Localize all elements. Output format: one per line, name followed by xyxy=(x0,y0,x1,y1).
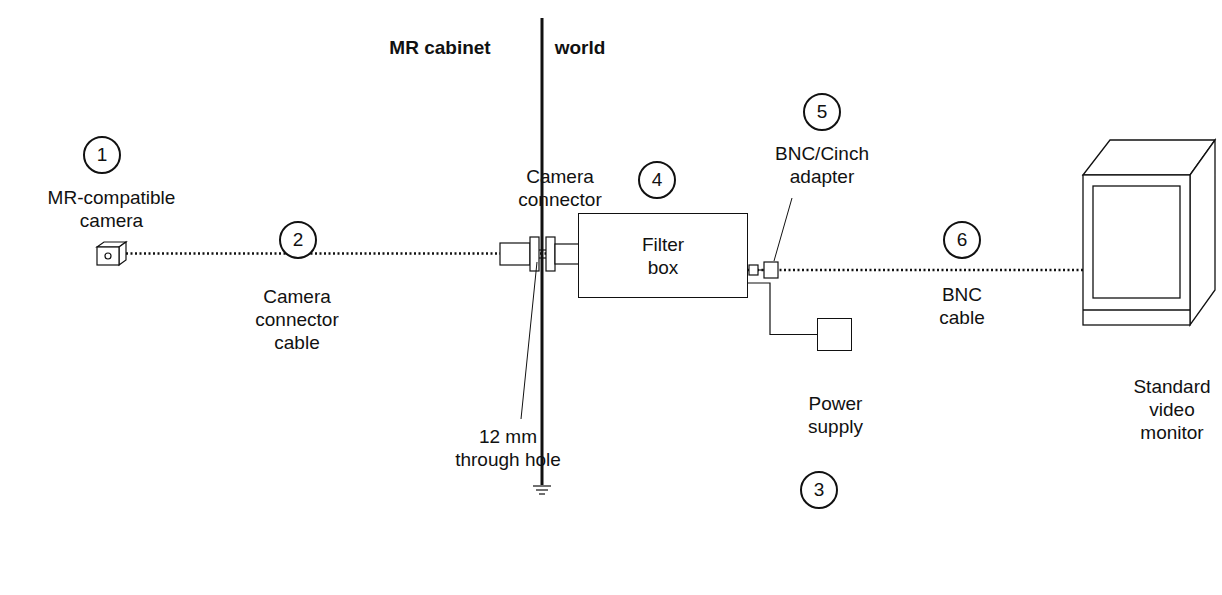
power-supply: Power supply xyxy=(817,318,852,351)
part-label: Camera connector xyxy=(514,165,606,211)
node-label: Standard video monitor xyxy=(1122,375,1222,444)
part-label: Camera connector cable xyxy=(247,285,347,354)
callout-number: 4 xyxy=(638,161,676,199)
part-label: BNC cable xyxy=(927,283,997,329)
power-wire xyxy=(748,283,817,335)
leader-line xyxy=(521,262,537,419)
callout-number: 3 xyxy=(800,471,838,509)
video-monitor: Standard video monitor xyxy=(1083,175,1190,325)
node-label: MR-compatible camera xyxy=(37,186,187,232)
cable-line xyxy=(748,269,1083,272)
monitor-icon xyxy=(1083,140,1215,325)
camera-node: MR-compatible camera xyxy=(97,242,126,265)
filter-box: Filter box xyxy=(578,213,748,298)
ground-symbol xyxy=(533,486,551,494)
camera-connector xyxy=(500,237,581,271)
callout-number: 1 xyxy=(83,136,121,174)
callout-number: 2 xyxy=(279,221,317,259)
cabinet-wall xyxy=(541,18,544,485)
node-label: Filter box xyxy=(632,233,694,279)
region-title: MR cabinet xyxy=(370,36,510,59)
bnc-adapter xyxy=(749,262,778,278)
callout-number: 5 xyxy=(803,93,841,131)
leader-line xyxy=(774,198,792,261)
callout-number: 6 xyxy=(943,221,981,259)
node-label: Power supply xyxy=(791,392,881,438)
dimension-label: 12 mm through hole xyxy=(451,425,566,471)
part-label: BNC/Cinch adapter xyxy=(766,142,878,188)
region-title: world xyxy=(540,36,620,59)
camera-icon xyxy=(97,242,126,265)
